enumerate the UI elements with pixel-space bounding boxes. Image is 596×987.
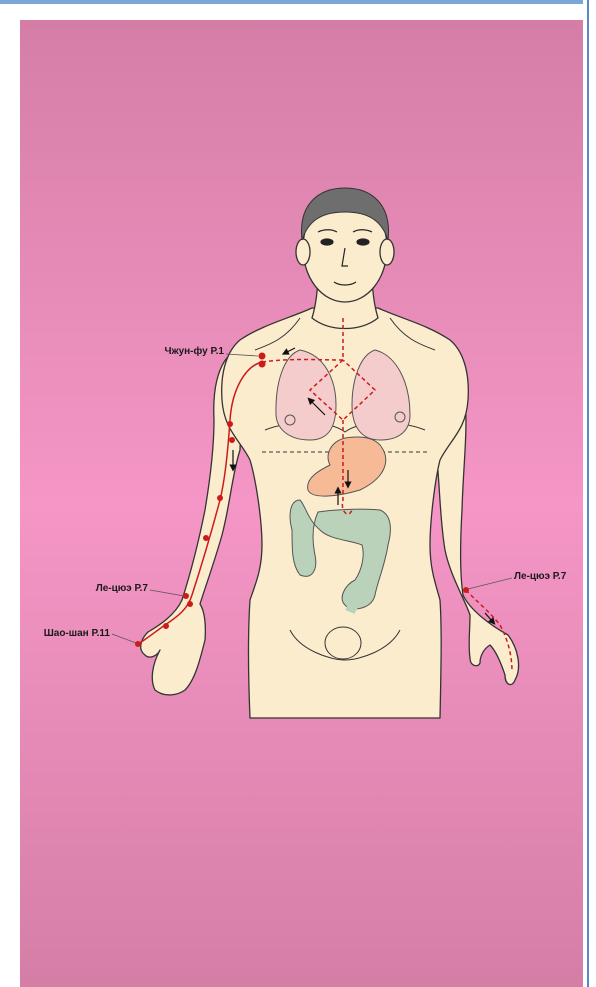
point-shao-shang: [135, 641, 141, 647]
left-ear: [380, 239, 394, 265]
right-ear: [296, 239, 310, 265]
point-zhong-fu: [259, 353, 266, 360]
label-zhong-fu: Чжун-фу Р.1: [164, 345, 224, 357]
label-shao-shang: Шао-шан Р.11: [44, 628, 111, 639]
label-lie-que-left: Ле-цюэ Р.7: [96, 583, 149, 594]
label-lie-que-right: Ле-цюэ Р.7: [514, 571, 567, 582]
point-lie-que-right: [463, 587, 469, 593]
